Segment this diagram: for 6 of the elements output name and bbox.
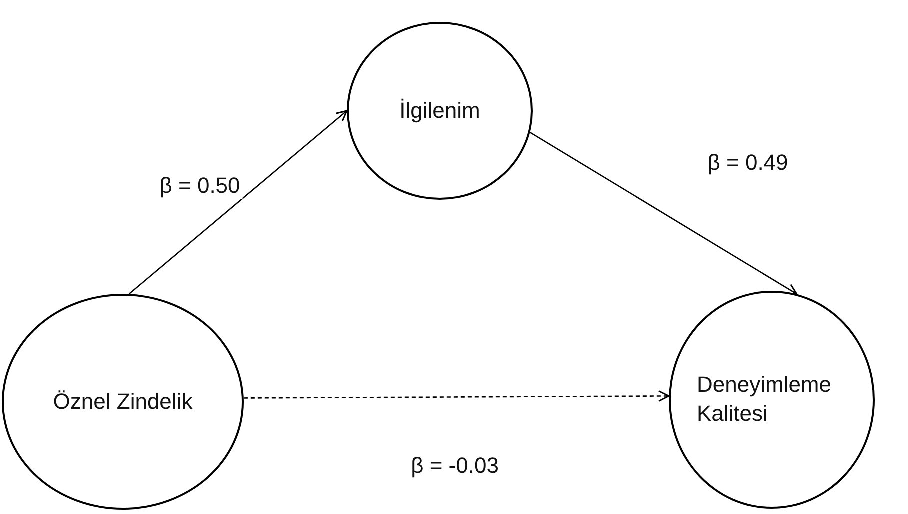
arrow [128,110,348,295]
construct-name: Deneyimleme Kalitesi [697,371,832,428]
construct-name: Öznel Zindelik [53,388,193,416]
arrow [244,390,670,402]
arrow [530,132,798,295]
construct-name: İlgilenim [400,96,480,125]
